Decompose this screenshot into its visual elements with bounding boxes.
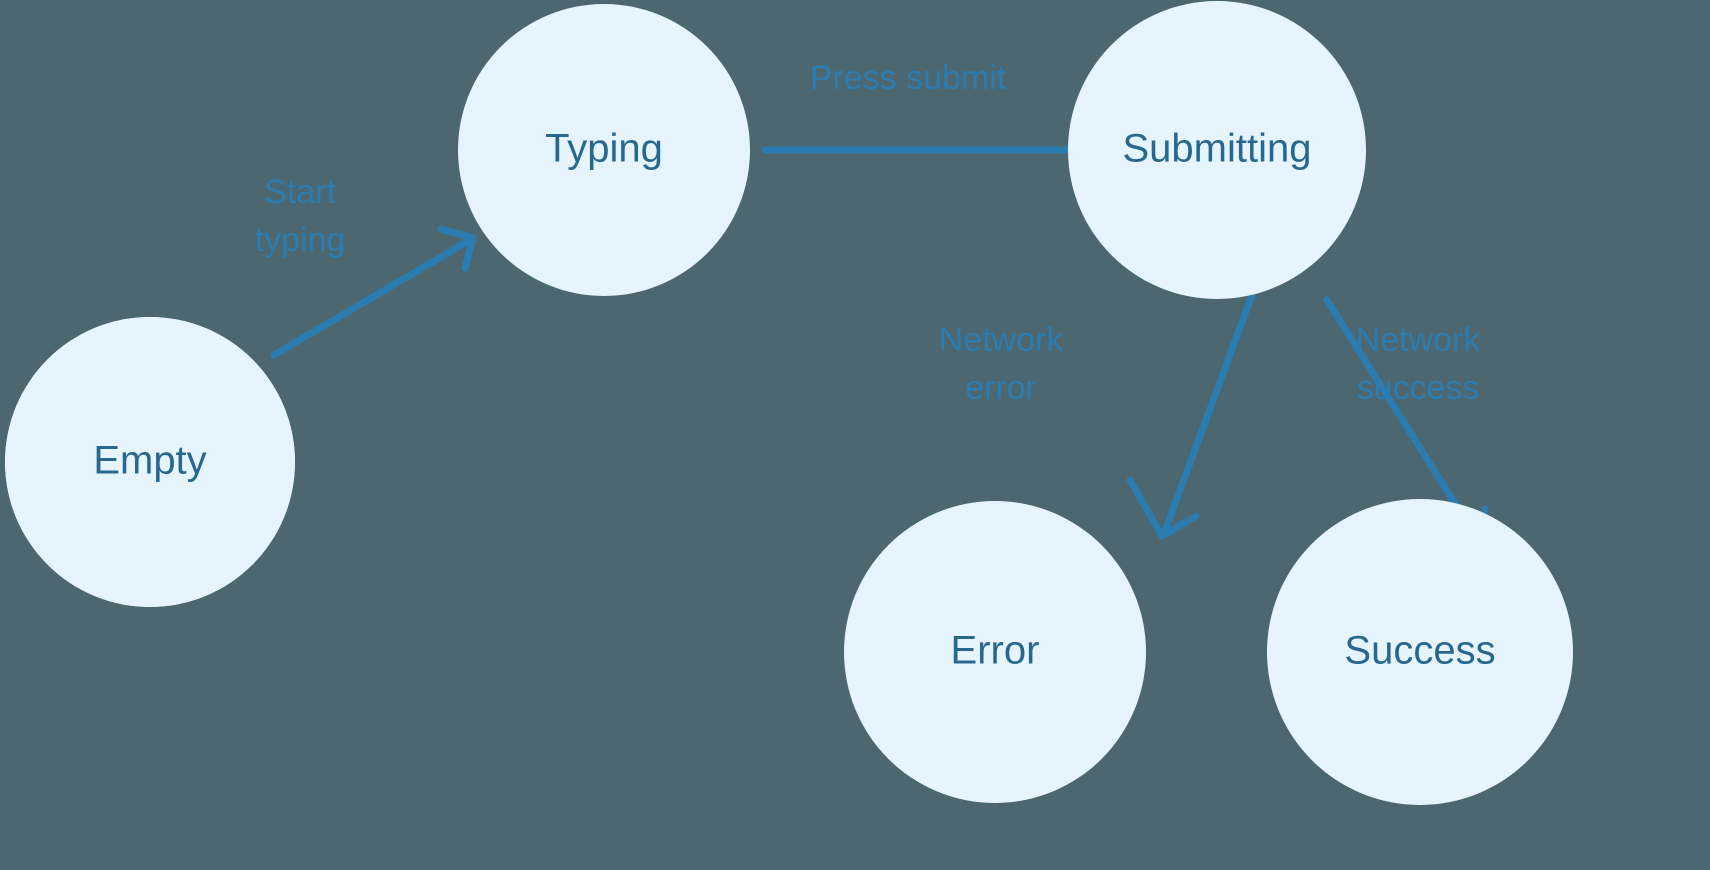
edge-label-submitting-to-error-line2: error <box>965 369 1037 407</box>
state-node-success[interactable]: Success <box>1267 499 1573 805</box>
state-node-success-circle[interactable] <box>1267 499 1573 805</box>
edge-empty-to-typing-line <box>270 236 474 359</box>
edge-submitting-to-error-line <box>1161 291 1256 535</box>
edge-label-empty-to-typing-line1: Start <box>264 173 336 211</box>
state-node-success-label: Success <box>1344 629 1495 673</box>
edge-label-typing-to-submitting-line1: Press submit <box>810 59 1007 97</box>
edge-label-empty-to-typing: Start typing <box>255 173 346 259</box>
state-node-error[interactable]: Error <box>844 501 1146 803</box>
state-node-typing[interactable]: Typing <box>458 4 750 296</box>
edge-label-submitting-to-success: Network success <box>1356 321 1482 407</box>
edge-label-empty-to-typing-line2: typing <box>255 221 346 259</box>
state-node-error-label: Error <box>951 629 1040 673</box>
state-node-empty-shape <box>5 317 295 607</box>
edge-label-submitting-to-error-line1: Network <box>939 321 1065 359</box>
edge-empty-to-typing-arrowhead <box>437 225 477 272</box>
edge-label-submitting-to-success-line1: Network <box>1356 321 1482 359</box>
edge-label-submitting-to-error: Network error <box>939 321 1065 407</box>
edge-empty-to-typing <box>270 225 477 359</box>
state-node-error-circle[interactable] <box>844 501 1146 803</box>
edge-label-typing-to-submitting: Press submit <box>810 59 1007 97</box>
state-node-typing-label: Typing <box>545 127 663 171</box>
edge-submitting-to-success-line <box>1323 296 1480 541</box>
edge-submitting-to-error <box>1126 291 1256 540</box>
state-node-submitting-label: Submitting <box>1123 127 1312 171</box>
state-node-submitting-circle[interactable] <box>1068 1 1366 299</box>
state-node-submitting[interactable]: Submitting <box>1068 1 1366 299</box>
state-node-empty-label: Empty <box>93 439 206 483</box>
edge-label-submitting-to-success-line2: success <box>1357 369 1480 407</box>
edge-submitting-to-error-arrowhead <box>1126 476 1200 540</box>
state-node-empty[interactable]: Empty <box>5 317 295 607</box>
state-node-typing-circle[interactable] <box>458 4 750 296</box>
